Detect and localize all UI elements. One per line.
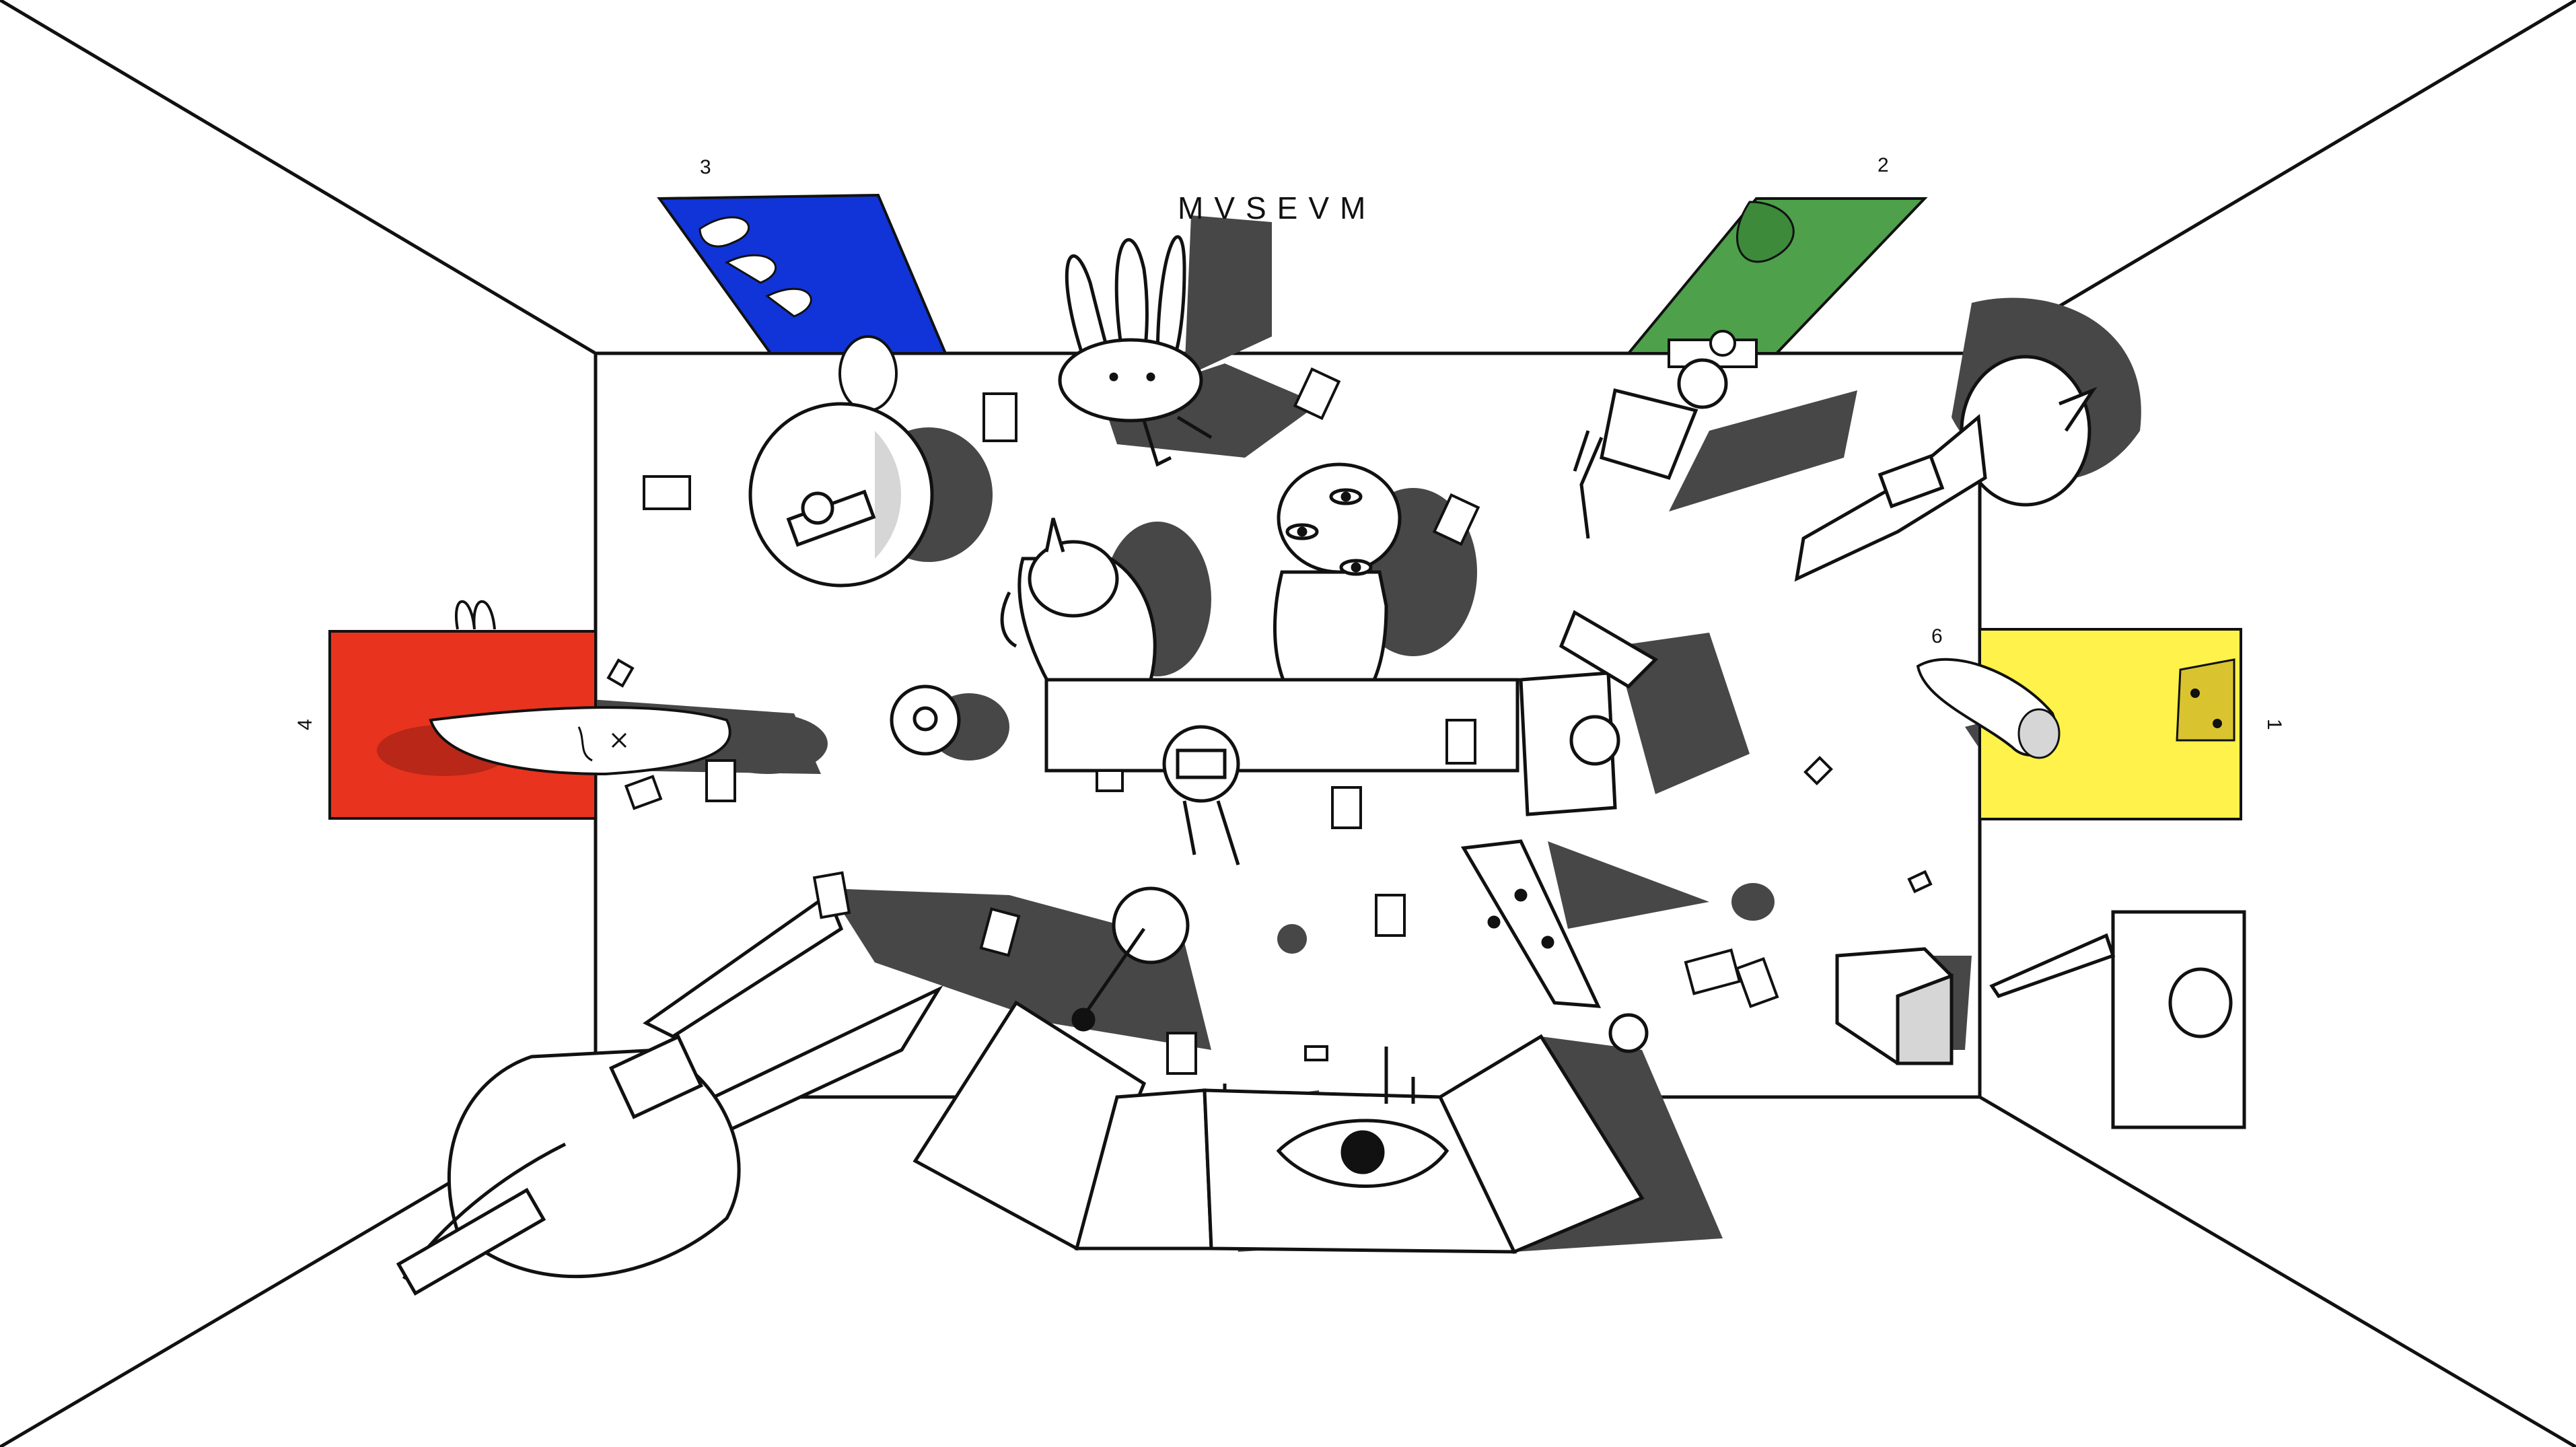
painting-green[interactable]	[1625, 197, 1928, 368]
child-visitor[interactable]	[1162, 725, 1240, 866]
note[interactable]	[1304, 1045, 1328, 1061]
painting-number-4: 4	[294, 719, 316, 730]
ball[interactable]	[1608, 1013, 1649, 1053]
note[interactable]	[1096, 769, 1124, 792]
note[interactable]	[624, 775, 663, 810]
lever-toy[interactable]	[1071, 886, 1190, 1032]
note[interactable]	[812, 871, 851, 919]
painting-number-3: 3	[700, 156, 711, 178]
museum-sign: MVSEVM	[1178, 190, 1376, 225]
note[interactable]	[1331, 786, 1362, 829]
pedestal-number-6: 6	[1931, 625, 1943, 647]
wall-edge-top-right	[1978, 0, 2576, 355]
center-bench[interactable]	[1044, 678, 1519, 773]
wall-edge-bottom-right	[1978, 1095, 2576, 1447]
cheese-sculpture[interactable]	[1460, 839, 1602, 1008]
note[interactable]	[1166, 1032, 1197, 1075]
leaning-visitor[interactable]	[1573, 358, 1728, 539]
note[interactable]	[1735, 957, 1779, 1008]
painting-yellow[interactable]	[1916, 628, 2242, 820]
small-round-stool[interactable]	[890, 684, 961, 756]
painting-red[interactable]	[328, 600, 731, 820]
note[interactable]	[643, 475, 691, 510]
note[interactable]	[979, 907, 1021, 957]
floor-notes	[606, 367, 1933, 1075]
round-pedestal[interactable]	[748, 402, 934, 588]
box-head-visitor[interactable]	[1519, 610, 1659, 816]
bunny-visitor[interactable]	[1058, 235, 1213, 467]
note[interactable]	[1445, 719, 1476, 765]
painting-number-1: 1	[2263, 719, 2285, 730]
note[interactable]	[705, 759, 736, 802]
horned-visitor-right[interactable]	[1794, 355, 2098, 582]
folded-screen-with-eye[interactable]	[913, 1000, 1645, 1255]
pinned-visitor-right[interactable]	[1989, 910, 2246, 1129]
note[interactable]	[1293, 367, 1341, 421]
cube-box[interactable]	[1835, 947, 1954, 1065]
wall-edge-top-left	[0, 0, 597, 355]
note[interactable]	[1432, 493, 1480, 546]
note[interactable]	[982, 392, 1017, 442]
reclining-giant-visitor[interactable]	[396, 892, 943, 1296]
note[interactable]	[606, 658, 635, 688]
note[interactable]	[1375, 894, 1406, 937]
note[interactable]	[1907, 870, 1933, 894]
painting-number-2: 2	[1877, 154, 1889, 176]
note[interactable]	[1803, 756, 1833, 785]
note[interactable]	[1684, 948, 1742, 995]
